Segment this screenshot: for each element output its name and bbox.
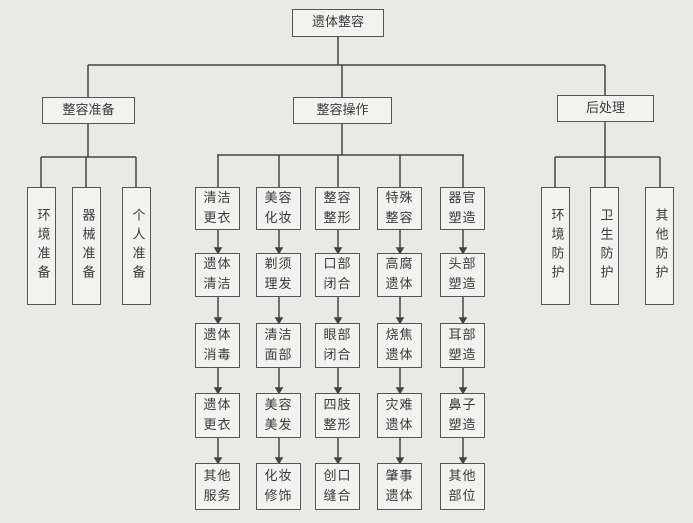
operation-node: 鼻子 塑造 — [440, 393, 485, 438]
operation-node: 清洁 面部 — [256, 323, 301, 368]
arrow-head-icon — [274, 457, 284, 465]
arrow-head-icon — [274, 387, 284, 395]
root-node: 遗体整容 — [292, 9, 384, 37]
arrow-head-icon — [333, 317, 343, 325]
operation-node: 其他 部位 — [440, 463, 485, 510]
operation-node: 耳部 塑造 — [440, 323, 485, 368]
operation-node: 创口 缝合 — [315, 463, 360, 510]
arrow-head-icon — [333, 247, 343, 255]
operation-node: 四肢 整形 — [315, 393, 360, 438]
operation-node: 遗体 消毒 — [195, 323, 240, 368]
arrow-head-icon — [458, 317, 468, 325]
operation-node: 遗体 清洁 — [195, 253, 240, 297]
operation-node: 眼部 闭合 — [315, 323, 360, 368]
arrow-head-icon — [213, 317, 223, 325]
operation-node: 其他 服务 — [195, 463, 240, 510]
operation-node: 剃须 理发 — [256, 253, 301, 297]
arrow-head-icon — [395, 247, 405, 255]
operation-node: 整容 整形 — [315, 187, 360, 230]
operation-node: 肇事 遗体 — [377, 463, 422, 510]
operation-node: 遗体 更衣 — [195, 393, 240, 438]
arrow-head-icon — [213, 387, 223, 395]
branch-node-operation: 整容操作 — [293, 97, 392, 124]
arrow-head-icon — [395, 317, 405, 325]
arrow-head-icon — [333, 457, 343, 465]
leaf-node: 环境准备 — [27, 187, 56, 305]
leaf-node: 环境防护 — [541, 187, 570, 305]
operation-node: 灾难 遗体 — [377, 393, 422, 438]
leaf-node: 器械准备 — [72, 187, 101, 305]
arrow-head-icon — [458, 387, 468, 395]
arrow-head-icon — [213, 457, 223, 465]
operation-node: 口部 闭合 — [315, 253, 360, 297]
branch-node-prep: 整容准备 — [42, 97, 135, 124]
arrow-head-icon — [274, 247, 284, 255]
arrow-head-icon — [213, 247, 223, 255]
operation-node: 美容 美发 — [256, 393, 301, 438]
arrow-head-icon — [395, 457, 405, 465]
branch-node-post: 后处理 — [557, 95, 654, 122]
operation-node: 美容 化妆 — [256, 187, 301, 230]
arrow-head-icon — [395, 387, 405, 395]
operation-node: 高腐 遗体 — [377, 253, 422, 297]
operation-node: 清洁 更衣 — [195, 187, 240, 230]
arrow-head-icon — [333, 387, 343, 395]
leaf-node: 其他防护 — [645, 187, 674, 305]
leaf-node: 卫生防护 — [590, 187, 619, 305]
operation-node: 器官 塑造 — [440, 187, 485, 230]
arrow-head-icon — [458, 247, 468, 255]
leaf-node: 个人准备 — [122, 187, 151, 305]
arrow-head-icon — [458, 457, 468, 465]
operation-node: 烧焦 遗体 — [377, 323, 422, 368]
arrow-head-icon — [274, 317, 284, 325]
operation-node: 化妆 修饰 — [256, 463, 301, 510]
operation-node: 特殊 整容 — [377, 187, 422, 230]
operation-node: 头部 塑造 — [440, 253, 485, 297]
